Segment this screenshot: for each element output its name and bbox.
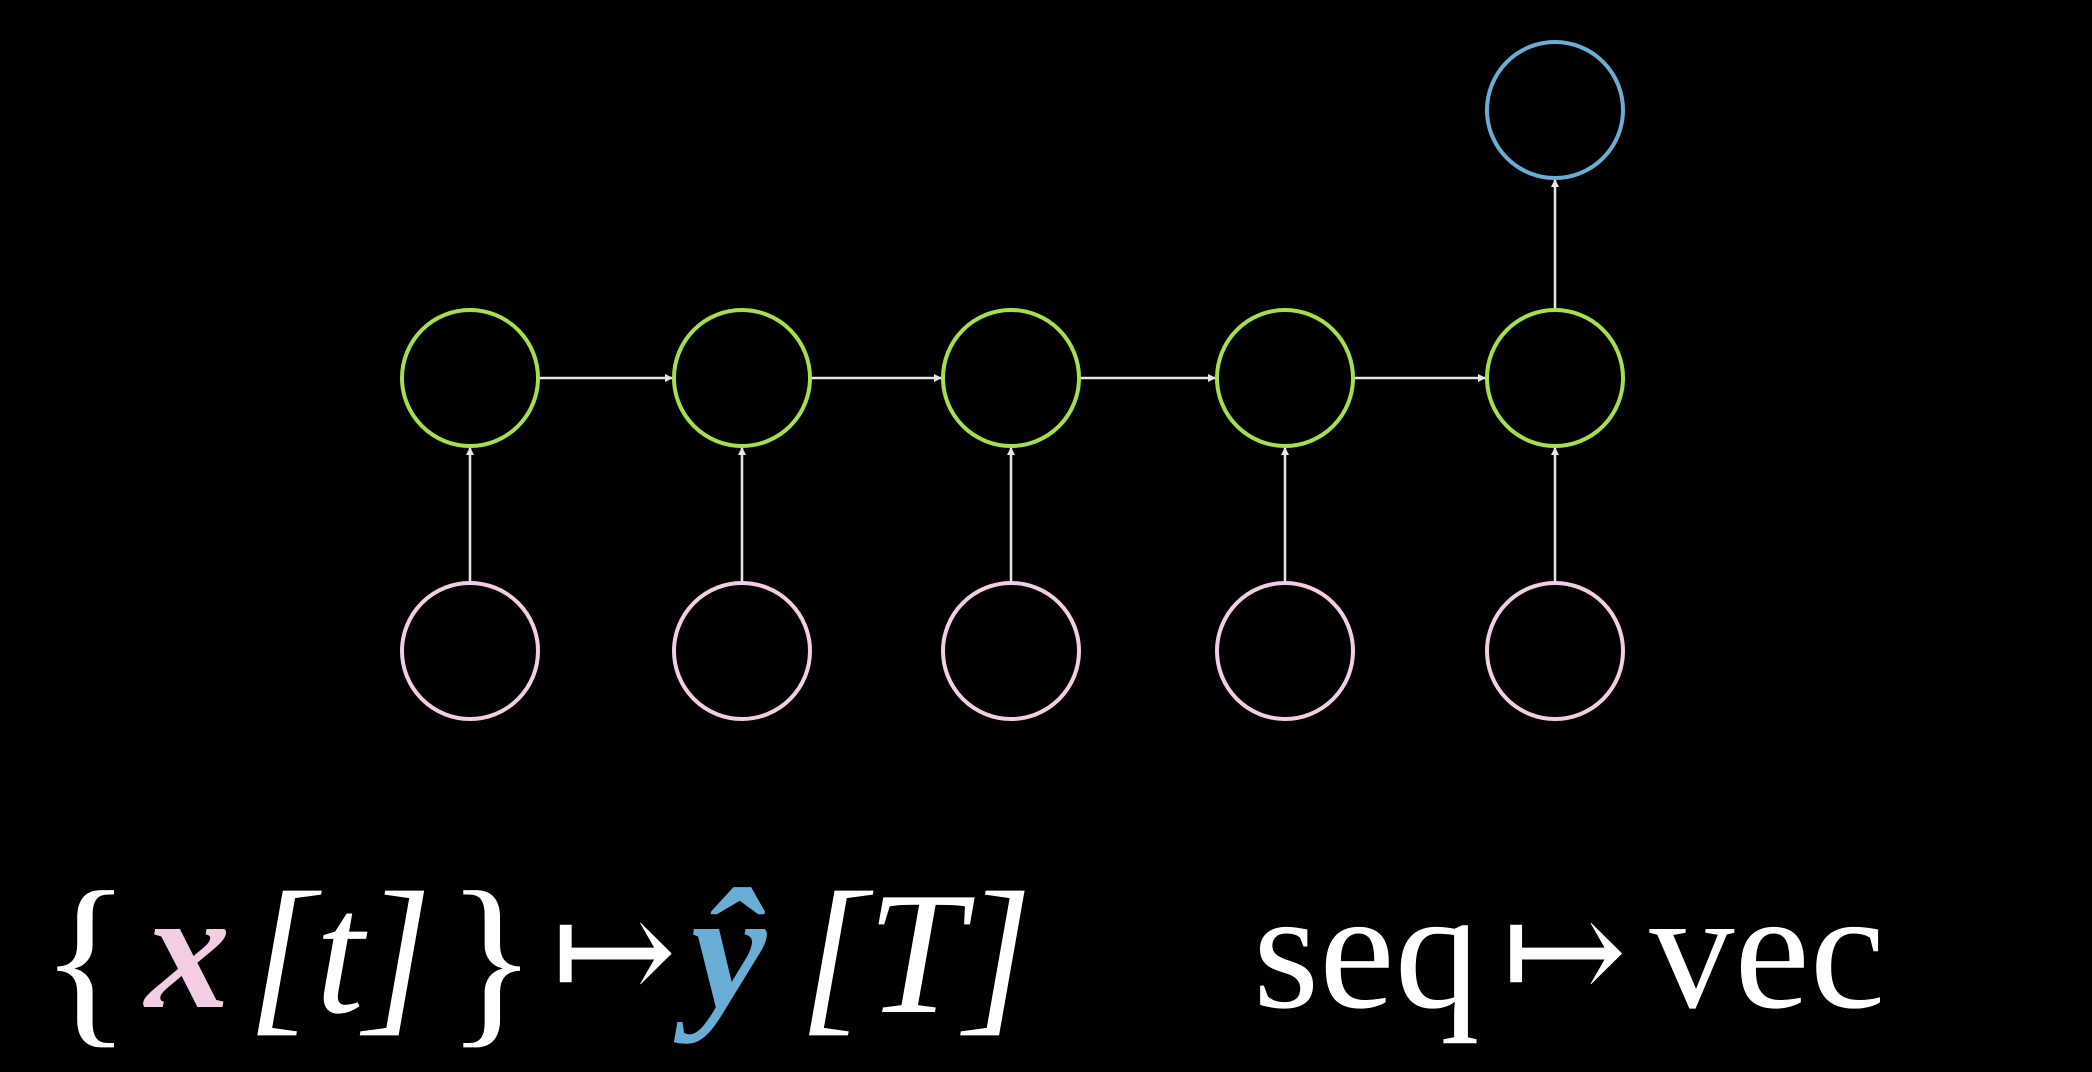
input-node	[400, 581, 540, 721]
T-index: [T]	[799, 856, 1033, 1050]
input-node	[941, 581, 1081, 721]
maps-to-arrow: ↦	[551, 869, 677, 1035]
input-node	[1215, 581, 1355, 721]
hidden-node	[941, 308, 1081, 448]
hidden-node	[1485, 308, 1625, 448]
hidden-node	[1215, 308, 1355, 448]
hidden-node	[672, 308, 812, 448]
hidden-node	[400, 308, 540, 448]
vec-label: vec	[1649, 856, 1885, 1044]
input-node	[1485, 581, 1625, 721]
input-node	[672, 581, 812, 721]
output-node	[1485, 40, 1625, 180]
seq-label: seq	[1253, 856, 1480, 1044]
arrows	[466, 179, 1559, 583]
close-brace: }	[446, 854, 537, 1064]
x-symbol: x	[142, 856, 230, 1044]
y-hat-symbol: ŷ	[673, 856, 767, 1044]
maps-to-arrow-2: ↦	[1502, 869, 1628, 1035]
open-brace: {	[40, 854, 131, 1064]
formula: { x [t] } ↦ ŷ [T] seq ↦ vec	[40, 854, 1885, 1064]
nodes	[400, 40, 1625, 721]
t-index: [t]	[247, 856, 432, 1050]
